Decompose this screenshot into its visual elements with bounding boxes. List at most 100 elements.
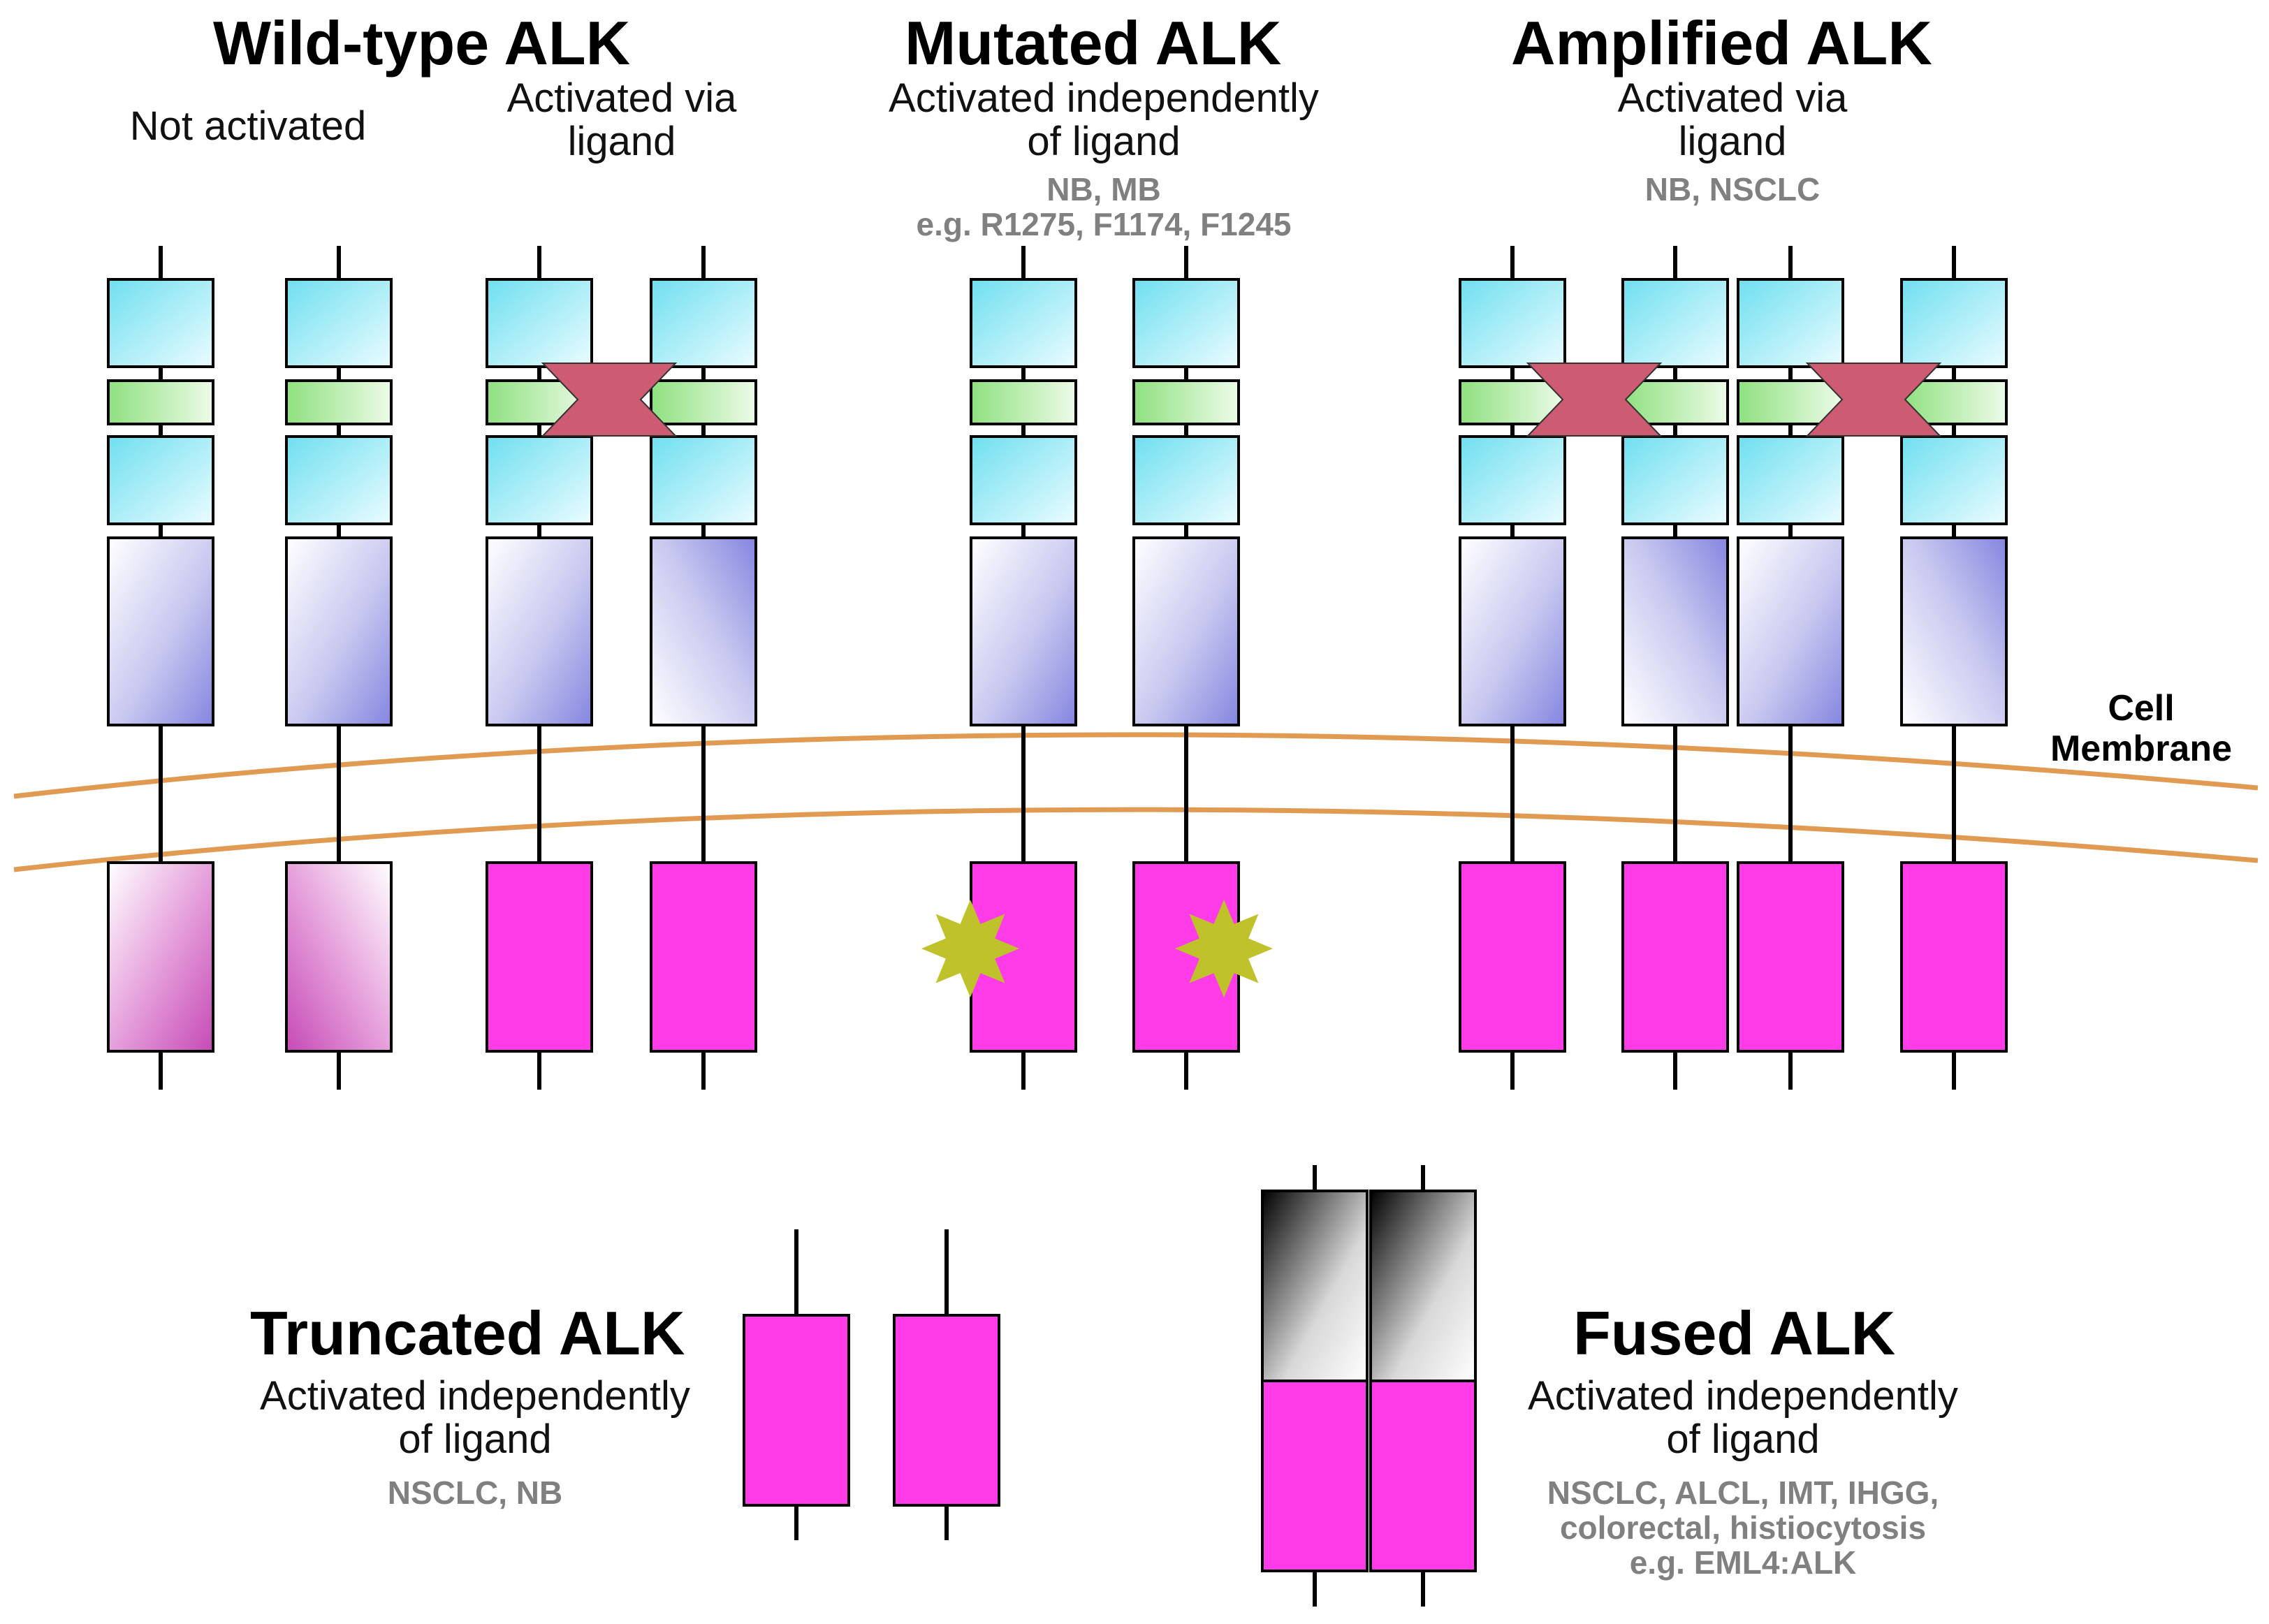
kinase-domain — [1261, 1380, 1369, 1572]
amplified-note-line1: NB, NSCLC — [1644, 171, 1821, 207]
alk-receptor-amplified-1 — [1459, 246, 1566, 1090]
kinase-domain — [107, 861, 214, 1053]
mam-domain-lower — [107, 435, 214, 525]
wildtype-activated-line2: ligand — [567, 119, 676, 164]
fused-note-line2: colorectal, histiocytosis — [1559, 1509, 1927, 1546]
wildtype-activated-line1: Activated via — [506, 75, 737, 121]
mam-domain-upper — [970, 278, 1077, 368]
ligand-wildtype — [541, 363, 678, 437]
mam-domain-lower — [1900, 435, 2008, 525]
mam-domain-upper — [1132, 278, 1240, 368]
fused-subtitle-line2: of ligand — [1666, 1417, 1820, 1462]
cell-membrane-label: Cell Membrane — [2019, 688, 2263, 769]
amplified-note: NB, NSCLC — [1558, 172, 1907, 207]
ldla-domain — [107, 379, 214, 425]
mam-domain-lower — [970, 435, 1077, 525]
wildtype-title: Wild-type ALK — [213, 8, 631, 78]
glycine-rich-domain — [1621, 536, 1729, 726]
kinase-domain — [1459, 861, 1566, 1053]
mutation-star-1 — [921, 900, 1019, 997]
alk-receptor-wildtype-inactive-1 — [107, 246, 214, 1090]
ldla-domain — [285, 379, 393, 425]
ldla-domain — [1132, 379, 1240, 425]
membrane-inner-line — [13, 807, 2259, 872]
alk-receptor-mutated-1 — [970, 246, 1077, 1090]
mam-domain-upper — [285, 278, 393, 368]
amplified-subtitle-line1: Activated via — [1617, 75, 1848, 121]
kinase-domain — [1737, 861, 1844, 1053]
kinase-domain — [1900, 861, 2008, 1053]
receptor-layer — [107, 246, 2008, 1607]
alk-receptor-amplified-4 — [1900, 246, 2008, 1090]
cell-membrane — [13, 732, 2259, 872]
truncated-subtitle: Activated independently of ligand — [231, 1375, 720, 1461]
mutated-note-line1: NB, MB — [1046, 171, 1161, 207]
mam-domain-lower — [650, 435, 757, 525]
mam-domain-lower — [285, 435, 393, 525]
fused-note-line3: e.g. EML4:ALK — [1629, 1544, 1857, 1581]
truncated-title: Truncated ALK — [250, 1299, 685, 1368]
glycine-rich-domain — [650, 536, 757, 726]
kinase-domain — [650, 861, 757, 1053]
fused-subtitle: Activated independently of ligand — [1498, 1375, 1987, 1461]
kinase-domain — [893, 1314, 1000, 1507]
alk-receptor-wildtype-active-2 — [650, 246, 757, 1090]
fused-subtitle-line1: Activated independently — [1528, 1373, 1958, 1419]
fused-receptor-2 — [1369, 1165, 1477, 1607]
fusion-partner-domain — [1369, 1190, 1477, 1382]
amplified-subtitle: Activated via ligand — [1558, 77, 1907, 163]
membrane-outer-line — [13, 732, 2259, 799]
fused-title: Fused ALK — [1573, 1299, 1896, 1368]
mam-domain-upper — [486, 278, 593, 368]
mam-domain-lower — [486, 435, 593, 525]
mutation-star-2 — [1175, 900, 1273, 997]
amplified-title: Amplified ALK — [1511, 8, 1932, 78]
mam-domain-lower — [1132, 435, 1240, 525]
alk-receptor-amplified-2 — [1621, 246, 1729, 1090]
ligand-amplified-pair-1 — [1526, 363, 1663, 437]
cell-membrane-label-line2: Membrane — [2050, 729, 2233, 769]
mam-domain-upper — [650, 278, 757, 368]
mutated-subtitle: Activated independently of ligand — [859, 77, 1348, 163]
mutation-layer — [921, 900, 1273, 997]
glycine-rich-domain — [285, 536, 393, 726]
alk-receptor-wildtype-inactive-2 — [285, 246, 393, 1090]
truncated-receptor-1 — [743, 1229, 850, 1540]
glycine-rich-domain — [1132, 536, 1240, 726]
wildtype-activated-label: Activated via ligand — [465, 77, 779, 163]
alk-receptor-mutated-2 — [1132, 246, 1240, 1090]
kinase-domain — [285, 861, 393, 1053]
glycine-rich-domain — [1737, 536, 1844, 726]
glycine-rich-domain — [1459, 536, 1566, 726]
glycine-rich-domain — [970, 536, 1077, 726]
truncated-subtitle-line2: of ligand — [398, 1417, 552, 1462]
mam-domain-upper — [1737, 278, 1844, 368]
mutated-subtitle-line2: of ligand — [1027, 119, 1181, 164]
fused-receptor-1 — [1261, 1165, 1369, 1607]
mam-domain-upper — [1459, 278, 1566, 368]
ldla-domain — [970, 379, 1077, 425]
kinase-domain — [1621, 861, 1729, 1053]
mutated-note: NB, MB e.g. R1275, F1174, F1245 — [859, 172, 1348, 242]
fused-note: NSCLC, ALCL, IMT, IHGG, colorectal, hist… — [1498, 1475, 1987, 1580]
mam-domain-lower — [1459, 435, 1566, 525]
fused-note-line1: NSCLC, ALCL, IMT, IHGG, — [1547, 1475, 1939, 1511]
mutated-subtitle-line1: Activated independently — [889, 75, 1319, 121]
mam-domain-upper — [1900, 278, 2008, 368]
truncated-note-line1: NSCLC, NB — [387, 1475, 563, 1511]
truncated-subtitle-line1: Activated independently — [260, 1373, 690, 1419]
mutated-note-line2: e.g. R1275, F1174, F1245 — [916, 206, 1292, 242]
amplified-subtitle-line2: ligand — [1678, 119, 1787, 164]
kinase-domain — [1369, 1380, 1477, 1572]
glycine-rich-domain — [107, 536, 214, 726]
mam-domain-upper — [1621, 278, 1729, 368]
ligand-layer — [541, 363, 1942, 437]
cell-membrane-label-line1: Cell — [2108, 688, 2175, 729]
mam-domain-lower — [1621, 435, 1729, 525]
ligand-amplified-pair-2 — [1805, 363, 1942, 437]
alk-receptor-wildtype-active-1 — [486, 246, 593, 1090]
mutated-title: Mutated ALK — [905, 8, 1282, 78]
ldla-domain — [650, 379, 757, 425]
